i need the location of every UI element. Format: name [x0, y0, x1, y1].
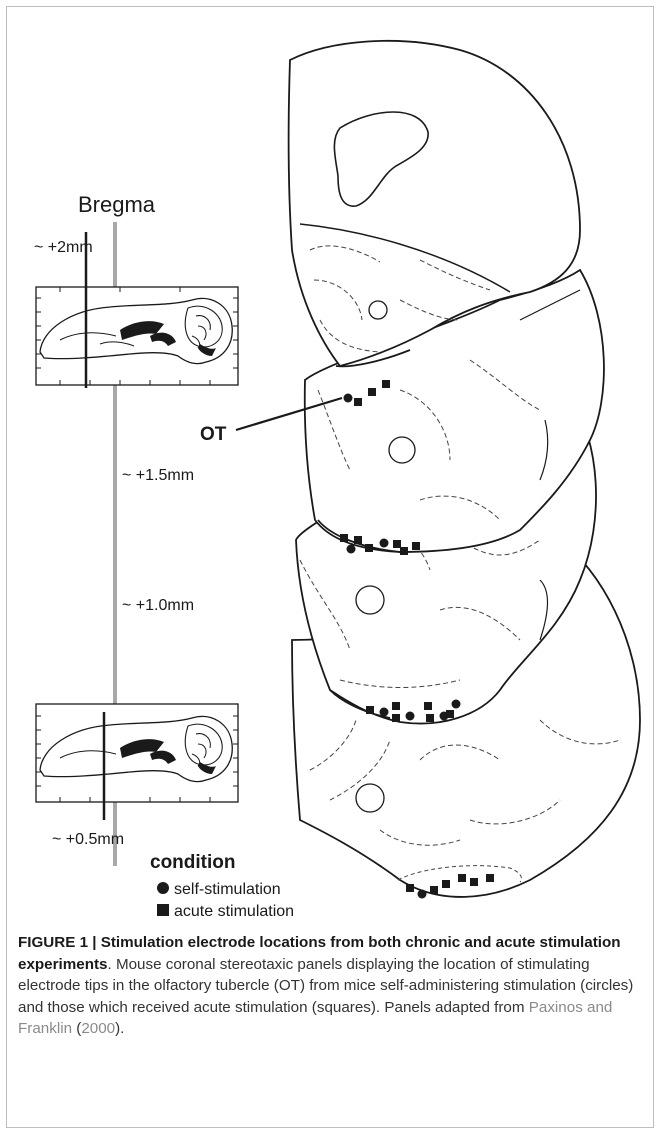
figure-illustration: Bregma ~ +2mm — [0, 0, 662, 930]
self-stimulation-marker — [380, 539, 389, 548]
acute-stimulation-marker — [354, 398, 362, 406]
acute-stimulation-marker — [412, 542, 420, 550]
legend-title: condition — [150, 852, 235, 873]
caption-ref-close: ). — [115, 1020, 124, 1037]
acute-stimulation-marker — [400, 547, 408, 555]
acute-stimulation-marker — [442, 880, 450, 888]
label-plus-1-0mm: ~ +1.0mm — [122, 597, 194, 614]
acute-stimulation-marker — [470, 878, 478, 886]
acute-stimulation-marker — [392, 714, 400, 722]
ot-label: OT — [200, 424, 227, 445]
legend-circle-marker — [157, 882, 169, 894]
sagittal-panel-top — [36, 287, 238, 385]
bregma-label: Bregma — [78, 192, 156, 217]
legend-self-stimulation: self-stimulation — [174, 881, 281, 898]
acute-stimulation-marker — [382, 380, 390, 388]
legend: condition self-stimulation acute stimula… — [150, 852, 294, 920]
self-stimulation-marker — [452, 700, 461, 709]
acute-stimulation-marker — [424, 702, 432, 710]
acute-stimulation-marker — [426, 714, 434, 722]
acute-stimulation-marker — [486, 874, 494, 882]
acute-stimulation-marker — [392, 702, 400, 710]
self-stimulation-marker — [380, 708, 389, 717]
acute-stimulation-marker — [430, 886, 438, 894]
legend-square-marker — [157, 904, 169, 916]
sagittal-panel-bottom — [36, 704, 238, 802]
acute-stimulation-marker — [446, 710, 454, 718]
acute-stimulation-marker — [393, 540, 401, 548]
caption-ref-year-link[interactable]: 2000 — [81, 1020, 115, 1037]
label-plus-0-5mm: ~ +0.5mm — [52, 831, 124, 848]
self-stimulation-marker — [418, 890, 427, 899]
acute-stimulation-marker — [406, 884, 414, 892]
caption-ref-open: ( — [72, 1020, 81, 1037]
acute-stimulation-marker — [458, 874, 466, 882]
self-stimulation-marker — [347, 545, 356, 554]
acute-stimulation-marker — [365, 544, 373, 552]
label-plus-2mm: ~ +2mm — [34, 239, 93, 256]
acute-stimulation-marker — [366, 706, 374, 714]
label-plus-1-5mm: ~ +1.5mm — [122, 467, 194, 484]
self-stimulation-marker — [406, 712, 415, 721]
acute-stimulation-marker — [340, 534, 348, 542]
acute-stimulation-marker — [354, 536, 362, 544]
figure-caption: FIGURE 1 | Stimulation electrode locatio… — [18, 932, 642, 1040]
acute-stimulation-marker — [368, 388, 376, 396]
legend-acute-stimulation: acute stimulation — [174, 903, 294, 920]
self-stimulation-marker — [344, 394, 353, 403]
